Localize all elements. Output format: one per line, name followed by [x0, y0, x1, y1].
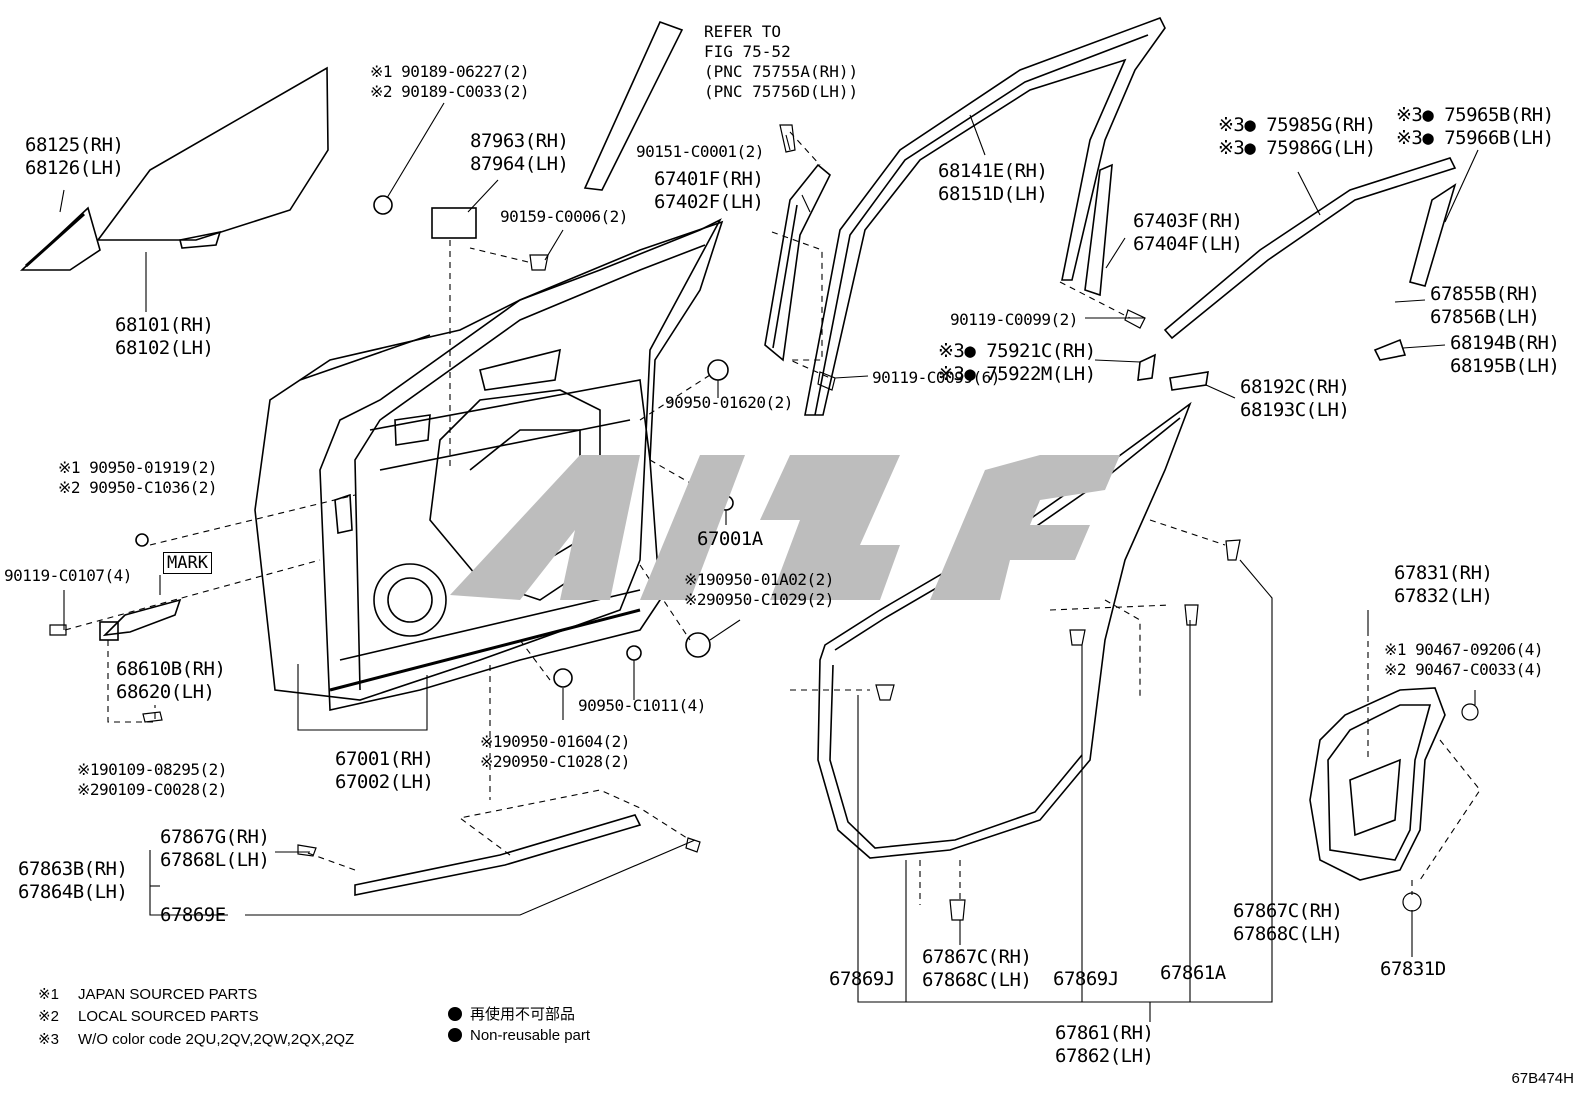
label-67861a: 67861A — [1160, 962, 1226, 984]
label-90119-a: 90119-C0099(2) — [950, 310, 1078, 329]
door-check — [102, 598, 182, 637]
watermark-logo — [450, 455, 1120, 600]
label-90950-c: ※190950-01A02(2) ※290950-C1029(2) — [684, 570, 834, 609]
label-90950-e: ※190950-01604(2) ※290950-C1028(2) — [480, 732, 630, 771]
label-67869j-right: 67869J — [1053, 968, 1119, 990]
label-67001: 67001(RH) 67002(LH) — [335, 748, 434, 793]
label-90467: ※1 90467-09206(4) ※2 90467-C0033(4) — [1384, 640, 1544, 679]
label-90950-b: ※1 90950-01919(2) ※2 90950-C1036(2) — [58, 458, 218, 497]
door-glass — [96, 66, 329, 241]
label-67869j-left: 67869J — [829, 968, 895, 990]
belt-moulding-rear — [1409, 183, 1457, 287]
non-reusable-en: Non-reusable part — [448, 1027, 590, 1044]
division-bar — [1084, 163, 1113, 297]
rocker-moulding — [354, 814, 642, 896]
label-67403: 67403F(RH) 67404F(LH) — [1133, 210, 1243, 255]
label-67861: 67861(RH) 67862(LH) — [1055, 1022, 1154, 1067]
label-67001a: 67001A — [697, 528, 763, 550]
label-75965: ※3● 75965B(RH) ※3● 75966B(LH) — [1396, 104, 1554, 149]
label-75985: ※3● 75985G(RH) ※3● 75986G(LH) — [1218, 114, 1376, 159]
label-67869e: 67869E — [160, 904, 226, 926]
bullet-icon — [448, 1028, 462, 1042]
pillar-garnish — [583, 20, 684, 191]
label-68125: 68125(RH) 68126(LH) — [25, 134, 124, 179]
bullet-icon — [448, 1007, 462, 1021]
belt-moulding — [1163, 157, 1457, 340]
refer-note: REFER TO FIG 75-52 (PNC 75755A(RH)) (PNC… — [704, 22, 859, 101]
mark-tag: MARK — [163, 552, 212, 574]
label-68194: 68194B(RH) 68195B(LH) — [1450, 332, 1560, 377]
label-68610: 68610B(RH) 68620(LH) — [116, 658, 226, 703]
run-channel-front — [764, 163, 831, 362]
label-67867g: 67867G(RH) 67868L(LH) — [160, 826, 270, 871]
label-67831d: 67831D — [1380, 958, 1446, 980]
label-67863: 67863B(RH) 67864B(LH) — [18, 858, 128, 903]
opening-weatherstrip — [817, 401, 1192, 859]
label-68141: 68141E(RH) 68151D(LH) — [938, 160, 1048, 205]
label-67401: 67401F(RH) 67402F(LH) — [654, 168, 764, 213]
label-87963: 87963(RH) 87964(LH) — [470, 130, 569, 175]
non-reusable-jp: 再使用不可部品 — [448, 1003, 575, 1024]
label-67867c-right: 67867C(RH) 67868C(LH) — [1233, 900, 1343, 945]
label-90151: 90151-C0001(2) — [636, 142, 764, 161]
label-90159: 90159-C0006(2) — [500, 207, 628, 226]
label-67831: 67831(RH) 67832(LH) — [1394, 562, 1493, 607]
door-inner-frame — [319, 220, 724, 711]
label-90119-c: 90119-C0107(4) — [4, 566, 132, 585]
drawing-code: 67B474H — [1511, 1070, 1574, 1087]
label-90119-b: 90119-C0099(6) — [872, 368, 1000, 387]
label-90950-d: 90950-C1011(4) — [578, 696, 706, 715]
label-67867c-center: 67867C(RH) 67868C(LH) — [922, 946, 1032, 991]
label-67855: 67855B(RH) 67856B(LH) — [1430, 283, 1540, 328]
label-68101: 68101(RH) 68102(LH) — [115, 314, 214, 359]
label-90189: ※1 90189-06227(2) ※2 90189-C0033(2) — [370, 62, 530, 101]
label-90950-a: 90950-01620(2) — [665, 393, 793, 412]
service-hole-cover — [1309, 687, 1446, 881]
weatherstrip-frame — [804, 17, 1166, 416]
label-90109: ※190109-08295(2) ※290109-C0028(2) — [77, 760, 227, 799]
label-68192: 68192C(RH) 68193C(LH) — [1240, 376, 1350, 421]
label-75921: ※3● 75921C(RH) ※3● 75922M(LH) — [938, 340, 1096, 385]
